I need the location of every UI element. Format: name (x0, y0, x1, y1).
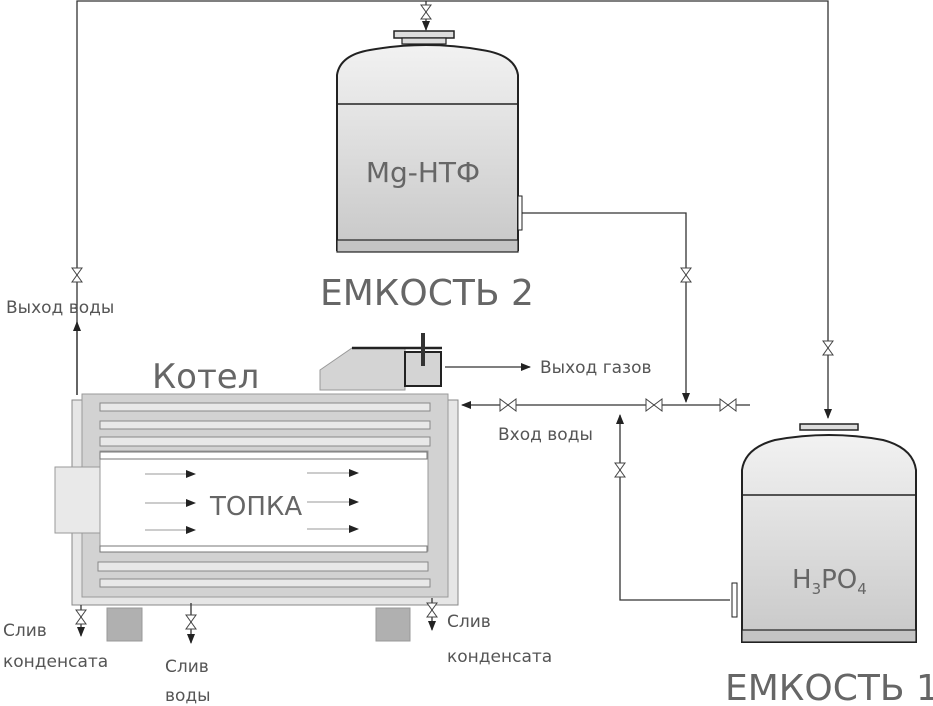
condensate-drain-left-label: конденсата (3, 652, 108, 672)
valve-icon[interactable] (420, 4, 432, 20)
tank-1-title: ЕМКОСТЬ 1 (725, 668, 933, 706)
tank-2-content: Mg-НТФ (366, 156, 480, 189)
boiler: ТОПКА (54, 333, 459, 644)
piping (71, 0, 834, 601)
valve-icon[interactable] (822, 340, 834, 356)
condensate-drain-right-label: конденсата (447, 647, 552, 667)
water-drain-label: воды (165, 686, 211, 706)
water-out-label: Выход воды (6, 298, 114, 318)
water-in-label: Вход воды (498, 425, 593, 445)
condensate-drain-left-label: Слив (3, 621, 47, 641)
condensate-drain-right-label: Слив (447, 612, 491, 632)
tank-2-title: ЕМКОСТЬ 2 (320, 273, 534, 314)
valve-icon[interactable] (645, 398, 663, 412)
valve-icon[interactable] (185, 614, 197, 630)
valve-icon[interactable] (499, 398, 517, 412)
boiler-title: Котел (152, 357, 259, 397)
furnace-label: ТОПКА (209, 492, 302, 522)
valve-icon[interactable] (71, 267, 83, 283)
valve-icon[interactable] (680, 267, 692, 283)
tank-2: Mg-НТФ (336, 30, 523, 253)
water-drain-label: Слив (165, 657, 209, 677)
valve-icon[interactable] (614, 462, 626, 478)
tank-1: H3PO4 (731, 423, 917, 643)
gas-out-label: Выход газов (540, 358, 652, 378)
valve-icon[interactable] (75, 609, 87, 625)
valve-icon[interactable] (426, 602, 438, 618)
tank-1-content: H3PO4 (792, 565, 867, 598)
valve-icon[interactable] (719, 398, 737, 412)
